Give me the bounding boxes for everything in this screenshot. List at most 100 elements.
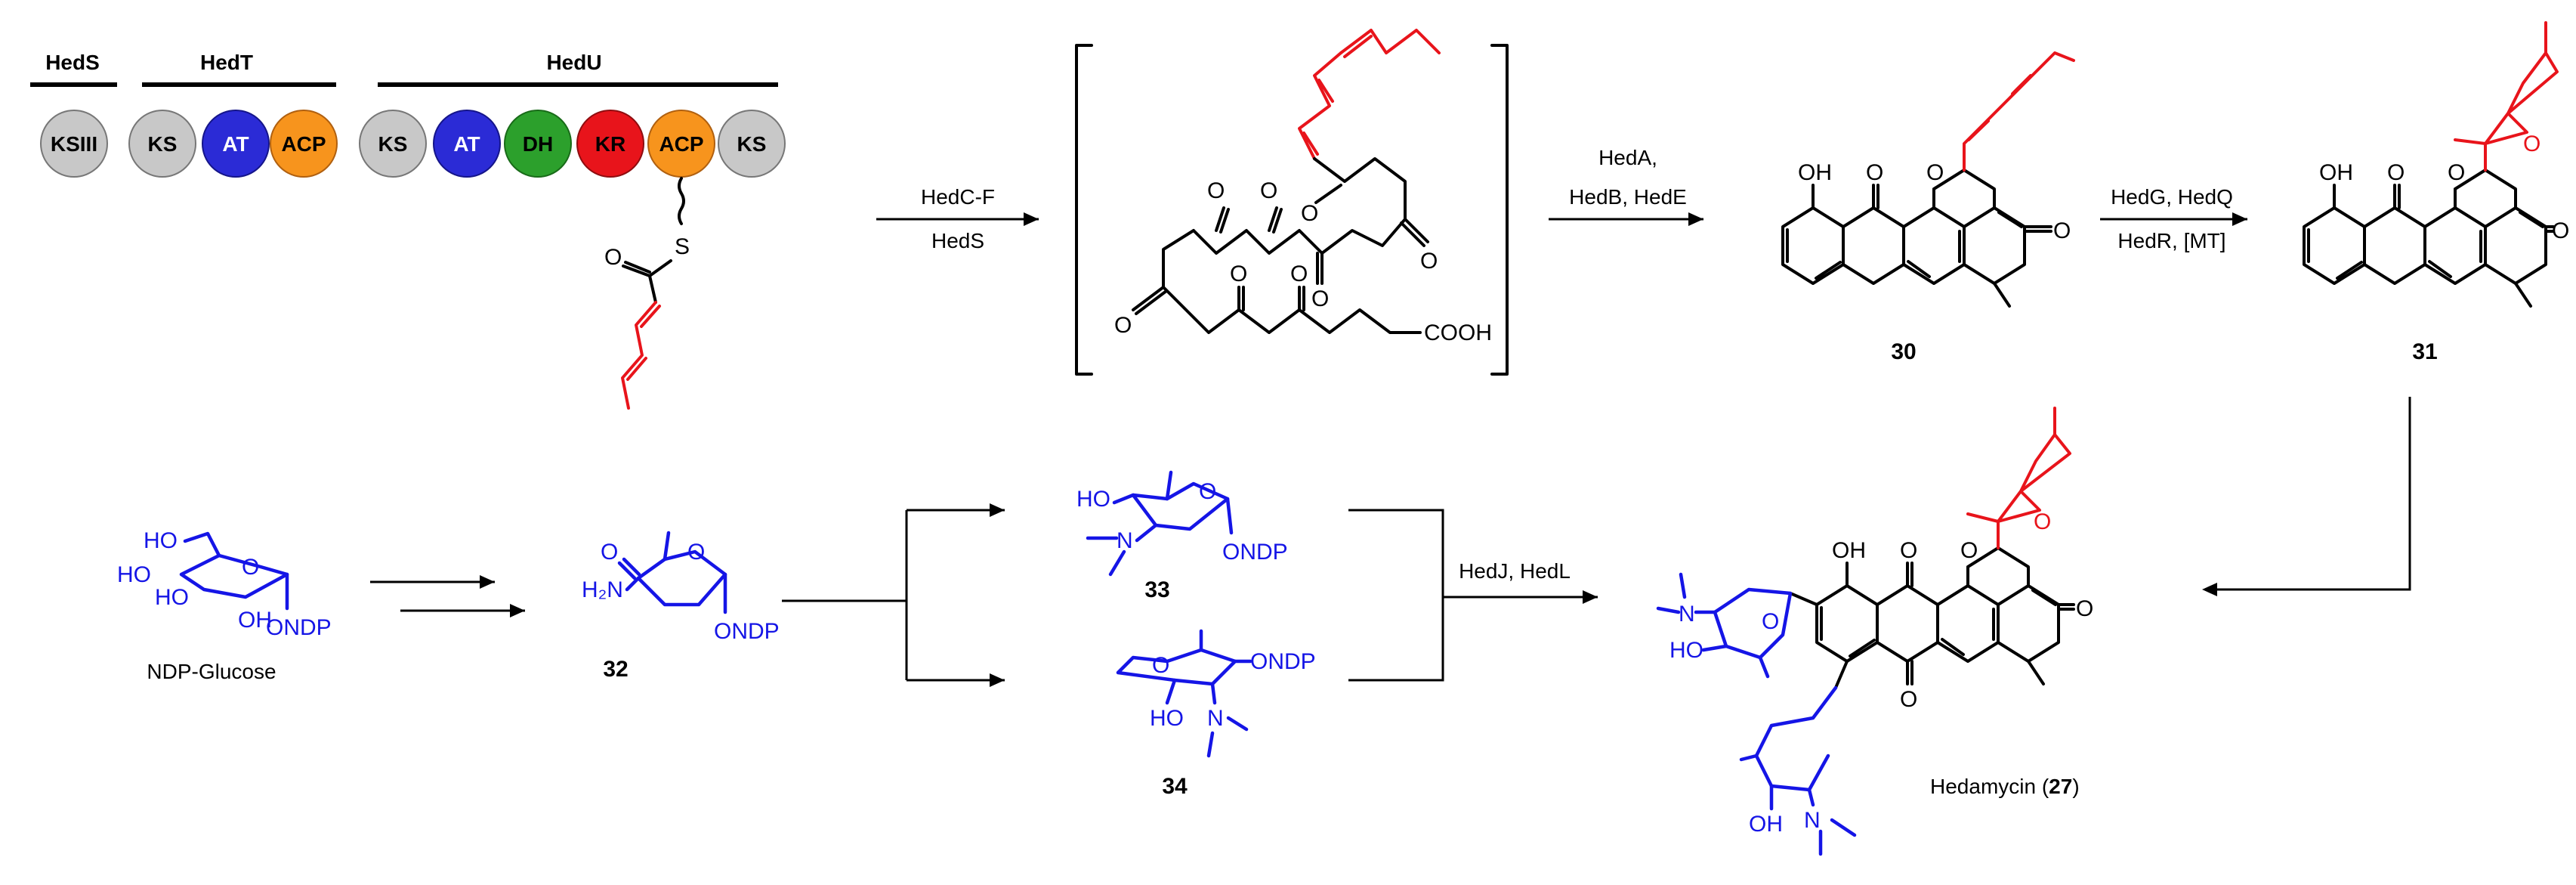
c31-ring-d — [2484, 206, 2547, 285]
hed-ring-c — [1936, 584, 2000, 663]
hed-sugar2-n-methyls — [1818, 818, 1857, 856]
c33-oh-bond — [1112, 493, 1135, 505]
c30-pyrone-carbonyl — [2023, 225, 2052, 233]
domain-label-hedt-ks: KS — [148, 132, 178, 156]
hed-pyrone-carbonyl-o: O — [2076, 596, 2093, 621]
hed-carbonyl-top-o: O — [1900, 538, 1917, 563]
keto-bond-7 — [1237, 286, 1245, 311]
c32-keto-o: O — [601, 540, 618, 565]
c31-bis-epoxide — [2454, 21, 2559, 172]
c33-ring-o: O — [1199, 479, 1216, 504]
c31-carbonyl-bond — [2393, 184, 2401, 209]
gene-label-hedu: HedU — [546, 51, 601, 74]
domain-label-ksiii: KSIII — [51, 132, 97, 156]
compound-label-32: 32 — [603, 657, 628, 682]
glucose-oh-2: OH — [238, 608, 272, 633]
ndp-glucose: HO O HO HO OH ONDP NDP-Glucose — [117, 528, 332, 683]
glucose-oh-4: HO — [117, 562, 151, 587]
c31-ring-a — [2303, 206, 2366, 285]
c31-pyrone-o: O — [2448, 160, 2465, 185]
glucose-oh-6: HO — [144, 528, 178, 553]
glucose-ring-o: O — [242, 555, 259, 580]
arrow-1-head — [1024, 212, 1039, 226]
step-arrow-2: HedA, HedB, HedE — [1549, 146, 1703, 226]
branch-to-33-head — [990, 503, 1005, 517]
hed-sugar2-methyl — [1739, 753, 1759, 762]
domain-hedu-at — [433, 110, 501, 178]
domain-hedt-acp — [270, 110, 338, 178]
keto-bond-3 — [1316, 252, 1324, 285]
c30-methyl — [1993, 282, 2011, 308]
c32-keto-bond — [617, 557, 641, 580]
compound-30: O OH O O 30 — [1781, 51, 2075, 364]
domain-hedu-ks2 — [718, 110, 786, 178]
domain-hedu-kr — [576, 110, 644, 178]
c33-ondp: ONDP — [1222, 540, 1288, 565]
hed-carbonyl-top-bond — [1906, 562, 1913, 587]
intermediate-diene-chain — [1298, 51, 1342, 160]
hed-sugar1-methyl — [1758, 655, 1770, 679]
left-bracket — [1075, 44, 1093, 376]
c33-methyl — [1165, 470, 1173, 501]
gene-label-heds: HedS — [45, 51, 100, 74]
domain-hedu-dh — [504, 110, 572, 178]
domain-label-hedt-at: AT — [222, 132, 249, 156]
c34-ring-o: O — [1152, 653, 1169, 678]
compound-label-33: 33 — [1144, 577, 1169, 602]
keto-oxygen-5: O — [1207, 178, 1225, 203]
c34-ring — [1116, 648, 1237, 686]
intermediate-upper-chain — [1313, 157, 1407, 221]
c34-n-methyls — [1206, 716, 1249, 758]
keto-oxygen-3: O — [1311, 286, 1329, 311]
keto-bond-5 — [1215, 206, 1230, 234]
hed-sugar1-oh-bond — [1701, 644, 1728, 652]
step-arrow-4: HedJ, HedL — [1348, 509, 1598, 682]
hed-sugar1-n-methyls — [1656, 572, 1687, 614]
step-arrow-5 — [2202, 397, 2411, 596]
arrow-3-head — [2232, 212, 2247, 226]
c31-methyl — [2514, 282, 2532, 308]
hedamycin: O O OH O O O O N HO OH N Hedamycin (27) — [1656, 407, 2093, 856]
compound-33: HO O N ONDP 33 — [1076, 470, 1288, 602]
multi-step-arrows — [370, 575, 525, 617]
domain-hedu-acp — [647, 110, 715, 178]
glucose-ring — [179, 553, 289, 599]
c31-pyrone — [2454, 169, 2517, 209]
hed-pyrone-o: O — [1960, 538, 1978, 563]
domain-label-hedu-at: AT — [453, 132, 480, 156]
c34-n-bond — [1210, 682, 1217, 705]
step-arrow-3: HedG, HedQ HedR, [MT] — [2100, 185, 2247, 252]
c30-ring-c — [1902, 206, 1966, 285]
branch-line — [782, 510, 908, 680]
c34-ondp: ONDP — [1250, 649, 1316, 674]
compound-32: O O H₂N ONDP 32 — [582, 531, 780, 682]
hed-sugar2-hydroxyl: OH — [1749, 812, 1783, 837]
carboxylic-acid-label: COOH — [1424, 320, 1492, 345]
domain-heds-ksiii — [40, 110, 108, 178]
hedamycin-number: 27 — [2049, 775, 2072, 798]
compound-label-hedamycin: Hedamycin (27) — [1930, 775, 2080, 798]
hed-ring-b — [1876, 584, 1939, 663]
domain-label-hedt-acp: ACP — [281, 132, 326, 156]
hed-sugar1-nitrogen: N — [1679, 602, 1695, 627]
c31-epoxide-o1: O — [2523, 132, 2540, 156]
c31-ring-c — [2423, 206, 2487, 285]
compound-label-ndp-glucose: NDP-Glucose — [147, 660, 276, 683]
hed-hydroxyl: OH — [1832, 538, 1866, 563]
acp-tether — [678, 177, 685, 225]
hed-sugar1-hydroxyl: HO — [1669, 638, 1703, 663]
hed-bis-epoxide — [1966, 407, 2071, 549]
enzyme-label-heda: HedA, — [1598, 146, 1657, 169]
keto-bond-8 — [1298, 286, 1305, 311]
branch-arrows — [782, 503, 1005, 687]
c31-carbonyl-o: O — [2387, 160, 2405, 185]
hedamycin-name: Hedamycin ( — [1930, 775, 2049, 798]
hed-sugar2-n-bond — [1807, 788, 1815, 807]
c34-nitrogen: N — [1207, 706, 1224, 731]
c30-ring-d — [1963, 206, 2026, 285]
keto-oxygen-4: O — [1260, 178, 1277, 203]
domain-hedt-ks — [128, 110, 196, 178]
carbonyl-oxygen: O — [604, 245, 622, 270]
c31-hydroxyl: OH — [2319, 160, 2353, 185]
